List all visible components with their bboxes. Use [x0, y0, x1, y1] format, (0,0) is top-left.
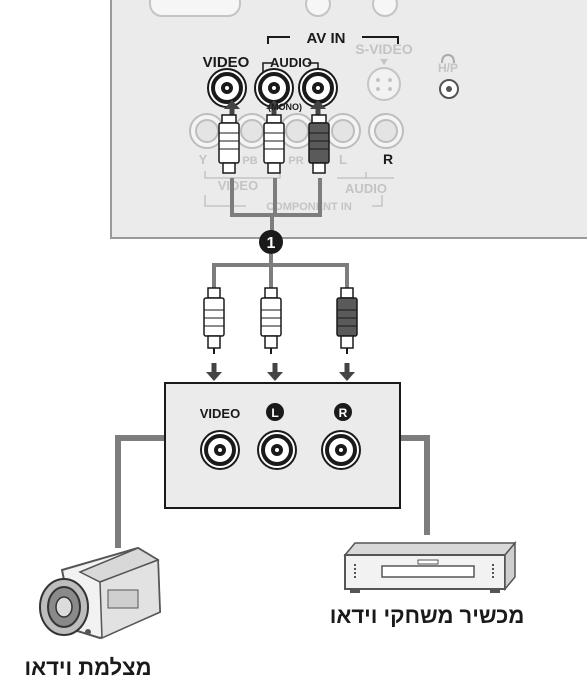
ext-audio-left-jack[interactable]	[256, 429, 298, 471]
lower-video-arrow	[206, 363, 222, 381]
step-number: 1	[267, 235, 276, 252]
av-in-label: AV IN	[307, 30, 346, 47]
external-av-panel: VIDEO L R	[164, 382, 401, 509]
lower-audio-right-plug	[336, 287, 358, 355]
hp-label: H/P	[438, 61, 458, 75]
r-label: R	[383, 151, 393, 167]
ext-left-badge-circle	[266, 403, 284, 421]
ext-video-label: VIDEO	[200, 406, 240, 421]
vcr-icon	[343, 540, 517, 593]
step-badge: 1	[259, 230, 283, 254]
tv-video-jack[interactable]	[206, 67, 248, 109]
lower-cable	[203, 254, 358, 381]
ext-video-jack[interactable]	[199, 429, 241, 471]
lower-audio-left-arrow	[267, 363, 283, 381]
lower-video-plug	[203, 287, 225, 355]
l-label: L	[339, 152, 347, 167]
svideo-port[interactable]	[367, 67, 401, 101]
tv-video-label: VIDEO	[203, 54, 250, 71]
audio-l-jack[interactable]	[325, 113, 361, 149]
pr-label: PR	[288, 155, 303, 167]
vcr-connection-line	[400, 435, 430, 535]
headphone-jack[interactable]	[439, 79, 459, 99]
camcorder-connection-line	[115, 435, 165, 548]
tv-audio-label: AUDIO	[270, 55, 312, 70]
video-sub-label: VIDEO	[218, 178, 258, 193]
camcorder-icon	[39, 546, 162, 640]
vcr-label: מכשיר משחקי וידאו	[330, 603, 525, 628]
ext-audio-right-jack[interactable]	[320, 429, 362, 471]
serial-port-outline	[149, 0, 241, 17]
y-label: Y	[199, 152, 208, 167]
pb-label: PB	[242, 155, 257, 167]
ext-right-badge: R	[339, 406, 348, 420]
audio-r-jack[interactable]	[368, 113, 404, 149]
camcorder-label: מצלמת וידאו	[24, 655, 151, 680]
tv-back-panel: AV IN VIDEO AUDIO S-VIDEO H/P (MONO) Y	[110, 0, 587, 239]
lower-audio-right-arrow	[339, 363, 355, 381]
ext-right-badge-circle	[334, 403, 352, 421]
ext-left-badge: L	[271, 406, 278, 420]
svideo-label: S-VIDEO	[355, 41, 413, 57]
component-in-label: COMPONENT IN	[266, 201, 352, 213]
mono-label: (MONO)	[268, 102, 302, 112]
audio-sub-label: AUDIO	[345, 181, 387, 196]
lower-audio-left-plug	[260, 287, 282, 355]
headphone-icon	[441, 53, 455, 64]
